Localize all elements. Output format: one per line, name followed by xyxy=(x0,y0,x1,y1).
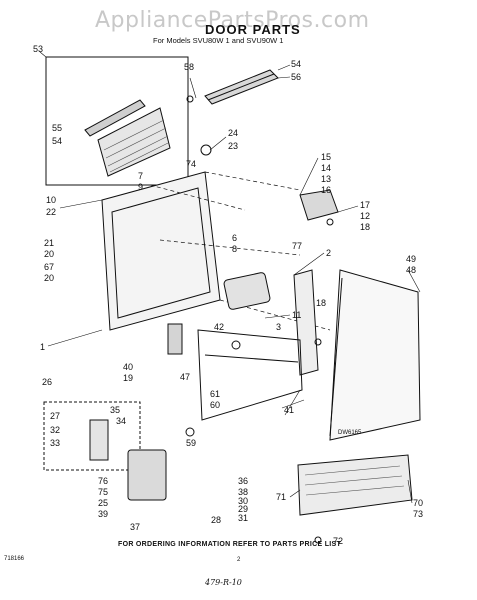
callout-21: 21 xyxy=(44,238,54,248)
screw-77 xyxy=(326,218,334,226)
callout-76: 76 xyxy=(98,476,108,486)
callout-33: 33 xyxy=(50,438,60,448)
callout-20b: 20 xyxy=(44,273,54,283)
page-number: 2 xyxy=(237,557,241,563)
callout-11: 11 xyxy=(292,310,301,320)
callout-61: 61 xyxy=(210,389,220,399)
callout-31: 31 xyxy=(238,513,248,523)
drawing-code: DW6165 xyxy=(338,430,362,436)
callout-3: 3 xyxy=(276,322,281,332)
callout-40: 40 xyxy=(123,362,133,372)
callout-9: 9 xyxy=(138,182,143,192)
kick-plate xyxy=(297,454,413,516)
watermark: AppliancePartsPros.com xyxy=(95,8,370,33)
callout-labels: 53 58 54 56 55 54 24 23 74 15 14 13 16 7… xyxy=(33,44,423,546)
callout-38: 38 xyxy=(238,487,248,497)
latch-47 xyxy=(167,323,183,355)
callout-23: 23 xyxy=(228,141,238,151)
callout-18: 18 xyxy=(360,222,370,232)
callout-55: 55 xyxy=(52,123,62,133)
callout-18c: 18 xyxy=(316,298,326,308)
inset-box-26 xyxy=(43,401,141,471)
callout-25: 25 xyxy=(98,498,108,508)
hinge-bracket xyxy=(299,189,339,221)
handwritten-note: 479-R-10 xyxy=(205,578,242,587)
callout-59: 59 xyxy=(186,438,196,448)
callout-8: 8 xyxy=(232,244,237,254)
vent-panel xyxy=(97,107,171,177)
screw-18b xyxy=(314,338,322,346)
callout-16: 16 xyxy=(321,185,331,195)
screw-59 xyxy=(185,427,195,437)
callout-29: 29 xyxy=(238,504,248,514)
callout-49: 49 xyxy=(406,254,416,264)
callout-15: 15 xyxy=(321,152,331,162)
callout-26: 26 xyxy=(42,377,52,387)
callout-12: 12 xyxy=(360,211,370,221)
callout-54: 54 xyxy=(291,59,301,69)
callout-47: 47 xyxy=(180,372,190,382)
outer-door-panel xyxy=(329,269,421,441)
callout-20: 20 xyxy=(44,249,54,259)
hinge-arm-6 xyxy=(223,272,271,310)
inner-door-recess xyxy=(111,187,211,319)
diagram-title: DOOR PARTS xyxy=(205,22,301,37)
callout-48: 48 xyxy=(406,265,416,275)
callout-22: 22 xyxy=(46,207,56,217)
callout-1: 1 xyxy=(40,342,45,352)
document-code: 718166 xyxy=(4,556,25,562)
callout-60: 60 xyxy=(210,400,220,410)
latch-part xyxy=(89,419,109,461)
callout-73: 73 xyxy=(413,509,423,519)
callout-77: 77 xyxy=(292,241,302,251)
callout-2: 2 xyxy=(326,248,331,258)
callout-67: 67 xyxy=(44,262,54,272)
callout-74: 74 xyxy=(186,159,196,169)
callout-71: 71 xyxy=(276,492,286,502)
callout-35: 35 xyxy=(110,405,120,415)
callout-30: 30 xyxy=(238,496,248,506)
callout-6: 6 xyxy=(232,233,237,243)
callout-54b: 54 xyxy=(52,136,62,146)
callout-13: 13 xyxy=(321,174,331,184)
callout-19: 19 xyxy=(123,373,133,383)
callout-32: 32 xyxy=(50,425,60,435)
callout-7: 7 xyxy=(138,171,143,181)
callout-14: 14 xyxy=(321,163,331,173)
callout-58: 58 xyxy=(184,62,194,72)
ordering-note: FOR ORDERING INFORMATION REFER TO PARTS … xyxy=(118,541,342,548)
callout-70: 70 xyxy=(413,498,423,508)
lower-frame xyxy=(197,329,303,421)
callout-27: 27 xyxy=(50,411,60,421)
callout-39: 39 xyxy=(98,509,108,519)
callout-36: 36 xyxy=(238,476,248,486)
callout-28: 28 xyxy=(211,515,221,525)
side-arm xyxy=(293,269,319,376)
callout-37: 37 xyxy=(130,522,140,532)
callout-56: 56 xyxy=(291,72,301,82)
switch-block xyxy=(127,449,167,501)
vent-strip xyxy=(84,99,146,137)
callout-53: 53 xyxy=(33,44,43,54)
callout-42: 42 xyxy=(214,322,224,332)
bushing-74 xyxy=(200,144,212,156)
callout-41: 41 xyxy=(284,405,294,415)
screw-72 xyxy=(314,536,322,544)
diagram-subtitle: For Models SVU80W 1 and SVU90W 1 xyxy=(153,36,284,45)
callout-72: 72 xyxy=(333,536,343,546)
callout-10: 10 xyxy=(46,195,56,205)
callout-34: 34 xyxy=(116,416,126,426)
screw-42 xyxy=(231,340,241,350)
callout-24: 24 xyxy=(228,128,238,138)
callout-17: 17 xyxy=(360,200,370,210)
callout-75: 75 xyxy=(98,487,108,497)
inset-box-53 xyxy=(45,56,189,186)
screw-58 xyxy=(186,95,194,103)
